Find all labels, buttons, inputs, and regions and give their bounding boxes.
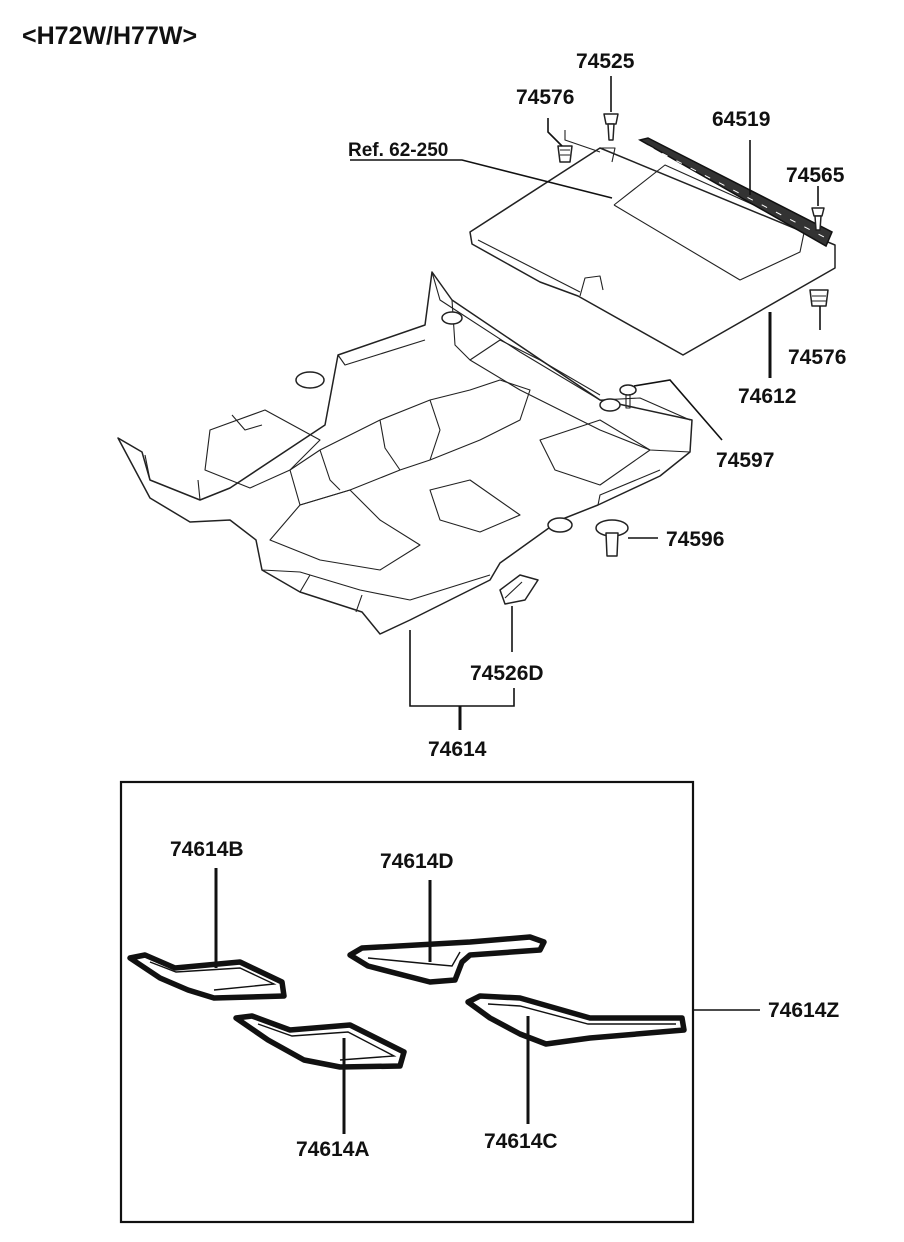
label-74576-top: 74576 [516,86,574,109]
label-74597: 74597 [716,449,774,472]
clip-74576-top [547,118,573,163]
label-74614B: 74614B [170,838,244,861]
label-74526D: 74526D [470,662,544,685]
label-74525: 74525 [576,50,635,73]
label-74614: 74614 [428,738,487,761]
label-74612: 74612 [738,385,796,408]
floor-mat-74614C [465,993,687,1047]
label-74596: 74596 [666,528,724,551]
trim-strip-64519 [638,137,833,248]
clip-74576-right [809,289,829,330]
floor-mat-74614D [347,934,547,985]
label-64519: 64519 [712,108,770,131]
luggage-covering-panel [469,130,836,356]
clip-74596 [595,519,658,557]
label-74576-right: 74576 [788,346,846,369]
label-74614A: 74614A [296,1138,370,1161]
fastener-74597 [619,379,723,441]
screw-74565 [811,186,825,231]
label-74614Z: 74614Z [768,999,839,1022]
floor-mat-74614A [233,1013,407,1070]
ref-leader [350,159,613,199]
clip-74526D [499,574,539,652]
diagram-title: <H72W/H77W> [22,22,197,50]
screw-74525 [603,76,619,141]
floor-mat-set-box [119,780,695,1224]
floor-carpet-assembly [117,271,693,635]
label-74614D: 74614D [380,850,454,873]
reference-label: Ref. 62-250 [348,140,448,161]
floor-mat-74614B [127,952,287,1001]
label-74614C: 74614C [484,1130,558,1153]
label-74565: 74565 [786,164,845,187]
